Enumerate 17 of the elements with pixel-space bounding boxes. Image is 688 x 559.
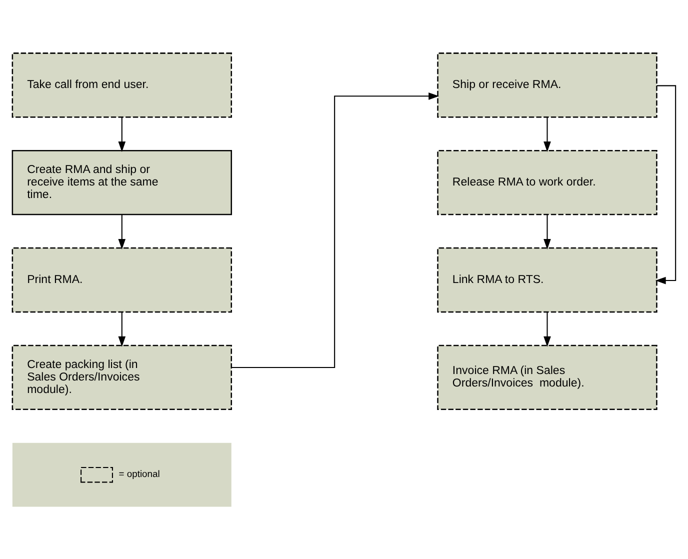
arrow: [544, 116, 551, 152]
node-box: Ship or receive RMA.: [437, 52, 658, 118]
node-box: Take call from end user.: [12, 52, 232, 118]
arrow: [118, 214, 126, 249]
arrow: [544, 214, 551, 249]
arrow: [118, 312, 126, 346]
arrow: [118, 116, 126, 152]
node-box: Print RMA.: [12, 246, 232, 312]
arrow: [655, 84, 676, 284]
arrow: [232, 92, 440, 368]
node-box: Create packing list (in Sales Orders/Invoices module).: [12, 344, 232, 410]
node-box: Create RMA and ship or receive items at the same time.: [12, 150, 232, 215]
node-box: Link RMA to RTS.: [437, 246, 658, 312]
node-box: Invoice RMA (in Sales Orders/Invoices module).: [437, 344, 658, 410]
node-box: Release RMA to work order.: [437, 150, 658, 215]
legend-label: = optional: [118, 468, 160, 479]
arrow: [544, 312, 551, 346]
